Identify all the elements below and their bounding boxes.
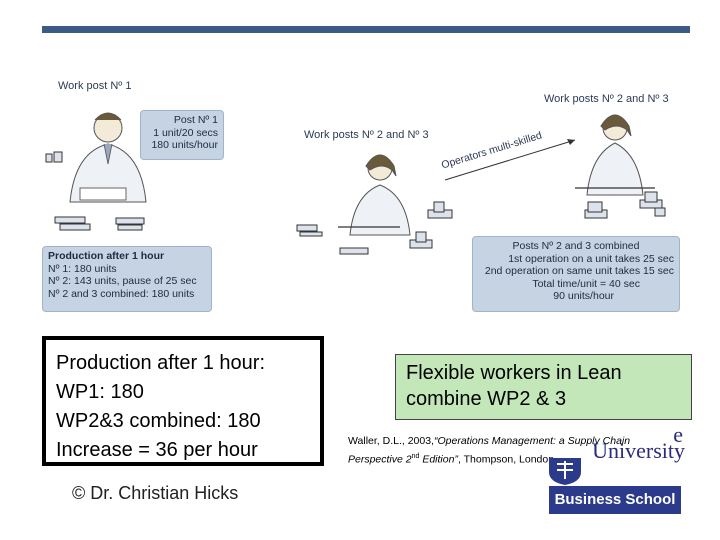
workstation-illustration: Work post Nº 1 Work posts Nº 2 and Nº 3 … [0,70,720,330]
production-panel: Production after 1 hour Nº 1: 180 units … [42,246,212,312]
citation-title-end: Edition” [419,454,458,466]
combined-panel-line: 2nd operation on same unit takes 15 sec [478,265,674,278]
work-posts-2-3-label-top: Work posts Nº 2 and Nº 3 [544,93,669,105]
post-1-card-title: Post Nº 1 [146,114,218,127]
crest-icon [545,456,585,486]
combined-panel-title: Posts Nº 2 and 3 combined [478,240,674,253]
flexible-workers-callout: Flexible workers in Lean combine WP2 & 3 [395,354,692,420]
production-summary-box: Production after 1 hour: WP1: 180 WP2&3 … [42,336,324,466]
university-logo: e University Business School [545,430,685,516]
production-panel-line: Nº 2 and 3 combined: 180 units [48,288,206,301]
worker-3-figure [587,115,643,195]
post-1-card-hourly: 180 units/hour [146,139,218,152]
post-1-card-rate: 1 unit/20 secs [146,127,218,140]
work-post-1-label: Work post Nº 1 [58,80,132,92]
production-summary-line: Production after 1 hour: [56,349,310,378]
combined-panel-line: Total time/unit = 40 sec [478,278,674,291]
production-panel-line: Nº 2: 143 units, pause of 25 sec [48,275,206,288]
combined-panel-line: 1st operation on a unit takes 25 sec [478,253,674,266]
work-posts-2-3-label-mid: Work posts Nº 2 and Nº 3 [304,129,429,141]
production-summary-line: WP1: 180 [56,378,310,407]
author-credit: © Dr. Christian Hicks [72,483,238,504]
citation-author: Waller, D.L., 2003, [348,435,434,447]
logo-business-school-text: Business School [549,486,681,514]
combined-panel-line: 90 units/hour [478,290,674,303]
citation-publisher: , Thompson, London [458,454,554,466]
production-panel-line: Nº 1: 180 units [48,263,206,276]
worker-1-figure [70,113,146,202]
production-summary-line: WP2&3 combined: 180 [56,407,310,436]
post-1-card: Post Nº 1 1 unit/20 secs 180 units/hour [140,110,224,160]
title-bar-stripe [42,26,690,33]
combined-posts-panel: Posts Nº 2 and 3 combined 1st operation … [472,236,680,312]
production-panel-title: Production after 1 hour [48,250,206,263]
production-summary-line: Increase = 36 per hour [56,436,310,465]
worker-2-figure [350,155,410,235]
